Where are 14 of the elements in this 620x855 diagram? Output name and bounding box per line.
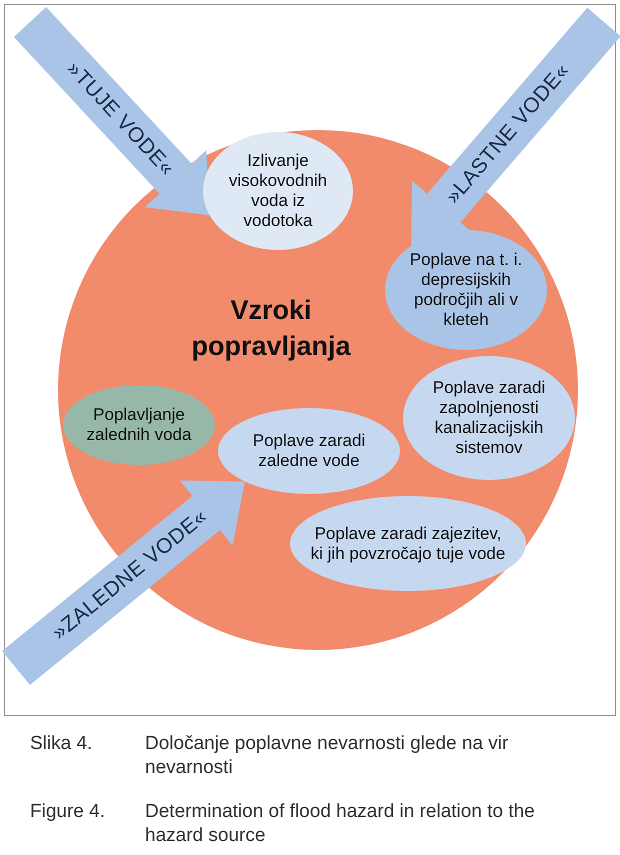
- block-arrow: [14, 7, 210, 216]
- cause-ellipse: Poplave zaradi zapolnjenosti kanalizacijskih sistemov: [403, 356, 575, 480]
- figure-number: Slika 4.: [30, 732, 94, 756]
- cause-ellipse: Izlivanje visokovodnih voda iz vodotoka: [203, 132, 353, 250]
- circle-title: Vzroki popravljanja: [190, 294, 352, 363]
- cause-ellipse: Poplave zaradi zajezitev, ki jih povzročajo tuje vode: [290, 496, 526, 591]
- caption-text: Določanje poplavne nevarnosti glede na vir nevarnosti: [145, 732, 510, 780]
- figure-number: Figure 4.: [30, 800, 106, 824]
- cause-ellipse: Poplave zaradi zaledne vode: [218, 408, 400, 494]
- block-arrow: [411, 8, 620, 246]
- block-arrow: [2, 480, 245, 686]
- cause-ellipse: Poplave na t. i. depresijskih področjih ali v kleteh: [385, 230, 547, 350]
- cause-ellipse: Poplavljanje zalednih voda: [63, 385, 215, 465]
- caption-text: Determination of flood hazard in relation to the hazard source: [145, 800, 536, 848]
